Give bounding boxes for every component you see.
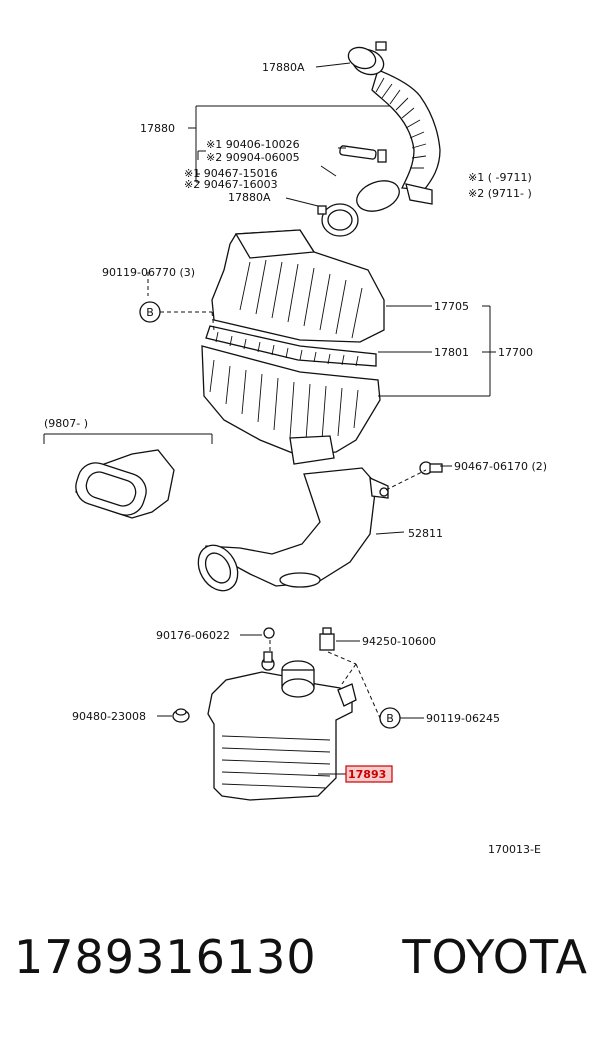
parts-diagram: B B 17880A 17880 ※1 90406-10026 ※2 90904… [43,41,547,856]
air-filter-element [205,325,377,367]
callout-90904-06005: ※2 90904-06005 [206,151,300,164]
callout-90119-06245: 90119-06245 [426,712,500,725]
callout-17880: 17880 [140,122,175,135]
callout-17893: 17893 [348,768,386,781]
b-marker-lower-label: B [386,712,394,725]
callout-90119-06770: 90119-06770 (3) [102,266,195,279]
breather-pipe [339,145,387,163]
note-2: ※2 (9711- ) [468,187,532,200]
callout-90467-15016: ※1 90467-15016 [184,167,278,180]
callout-17801: 17801 [434,346,469,359]
callout-9807: (9807- ) [44,417,88,430]
resonator-17893 [207,651,357,801]
nut-90176 [263,627,275,639]
brand-name: TOYOTA [402,930,588,984]
footer: 1789316130 TOYOTA [0,930,600,1020]
b-marker-lower: B [379,707,401,729]
callout-90480-23008: 90480-23008 [72,710,146,723]
cleaner-inlet-52811 [197,467,389,592]
air-cleaner-cap [211,229,385,343]
highlight-box [345,765,393,783]
callout-94250-10600: 94250-10600 [362,635,436,648]
callout-17880A-low: 17880A [228,191,271,204]
clip-94250 [319,627,335,651]
part-number: 1789316130 [14,930,317,984]
b-marker-upper-label: B [146,306,154,319]
inlet-duct-9807 [75,449,175,519]
air-cleaner-case [201,345,381,465]
note-1: ※1 ( -9711) [468,171,532,184]
intake-hose [351,48,441,212]
callout-17705: 17705 [434,300,469,313]
callout-labels: 17880A 17880 ※1 90406-10026 ※2 90904-060… [44,61,547,856]
callout-52811: 52811 [408,527,443,540]
callout-90467-16003: ※2 90467-16003 [184,178,278,191]
callout-17880A-top: 17880A [262,61,305,74]
bolt-90467 [419,461,443,475]
grommet-90480 [172,708,190,723]
hose-clamp-top [347,41,387,70]
diagram-id: 170013-E [488,843,541,856]
leader-lines [43,62,496,775]
callout-90406-10026: ※1 90406-10026 [206,138,300,151]
b-marker-upper: B [139,301,161,323]
callout-90176-06022: 90176-06022 [156,629,230,642]
callout-17700: 17700 [498,346,533,359]
callout-90467-06170: 90467-06170 (2) [454,460,547,473]
hose-clamp-lower [317,203,359,237]
